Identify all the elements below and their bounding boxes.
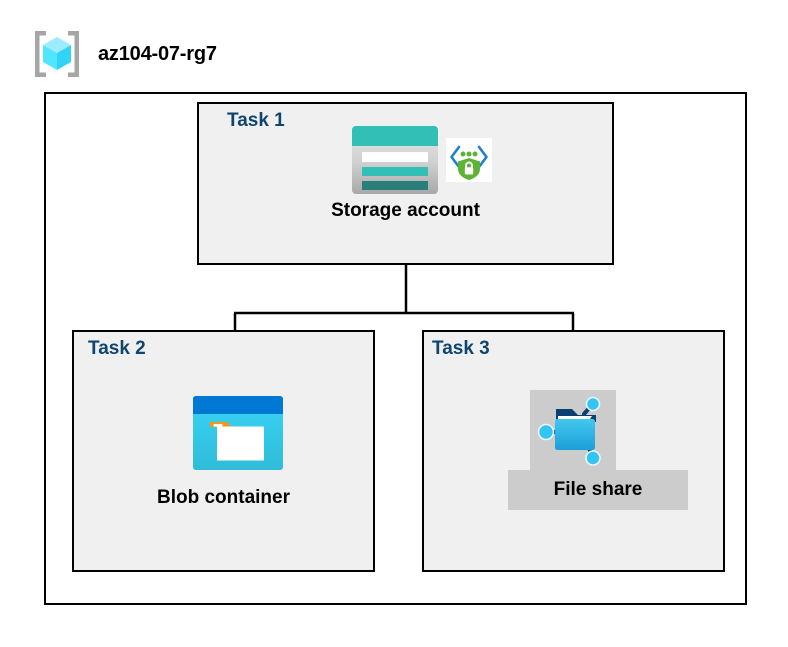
secure-connection-shield-icon bbox=[446, 138, 492, 182]
blob-container-label: Blob container bbox=[156, 487, 290, 508]
task-2-label: Task 2 bbox=[88, 338, 146, 359]
blob-container-icon bbox=[193, 396, 283, 470]
file-share-label: File share bbox=[508, 470, 688, 510]
storage-account-label: Storage account bbox=[331, 200, 480, 221]
resource-group-cube-icon bbox=[35, 31, 79, 77]
resource-group-title: az104-07-rg7 bbox=[98, 42, 217, 65]
file-share-icon bbox=[537, 396, 601, 466]
task-1-label: Task 1 bbox=[227, 110, 285, 131]
storage-account-icon bbox=[352, 126, 438, 194]
task-3-label: Task 3 bbox=[432, 338, 490, 359]
resource-group-header: az104-07-rg7 bbox=[30, 27, 217, 81]
